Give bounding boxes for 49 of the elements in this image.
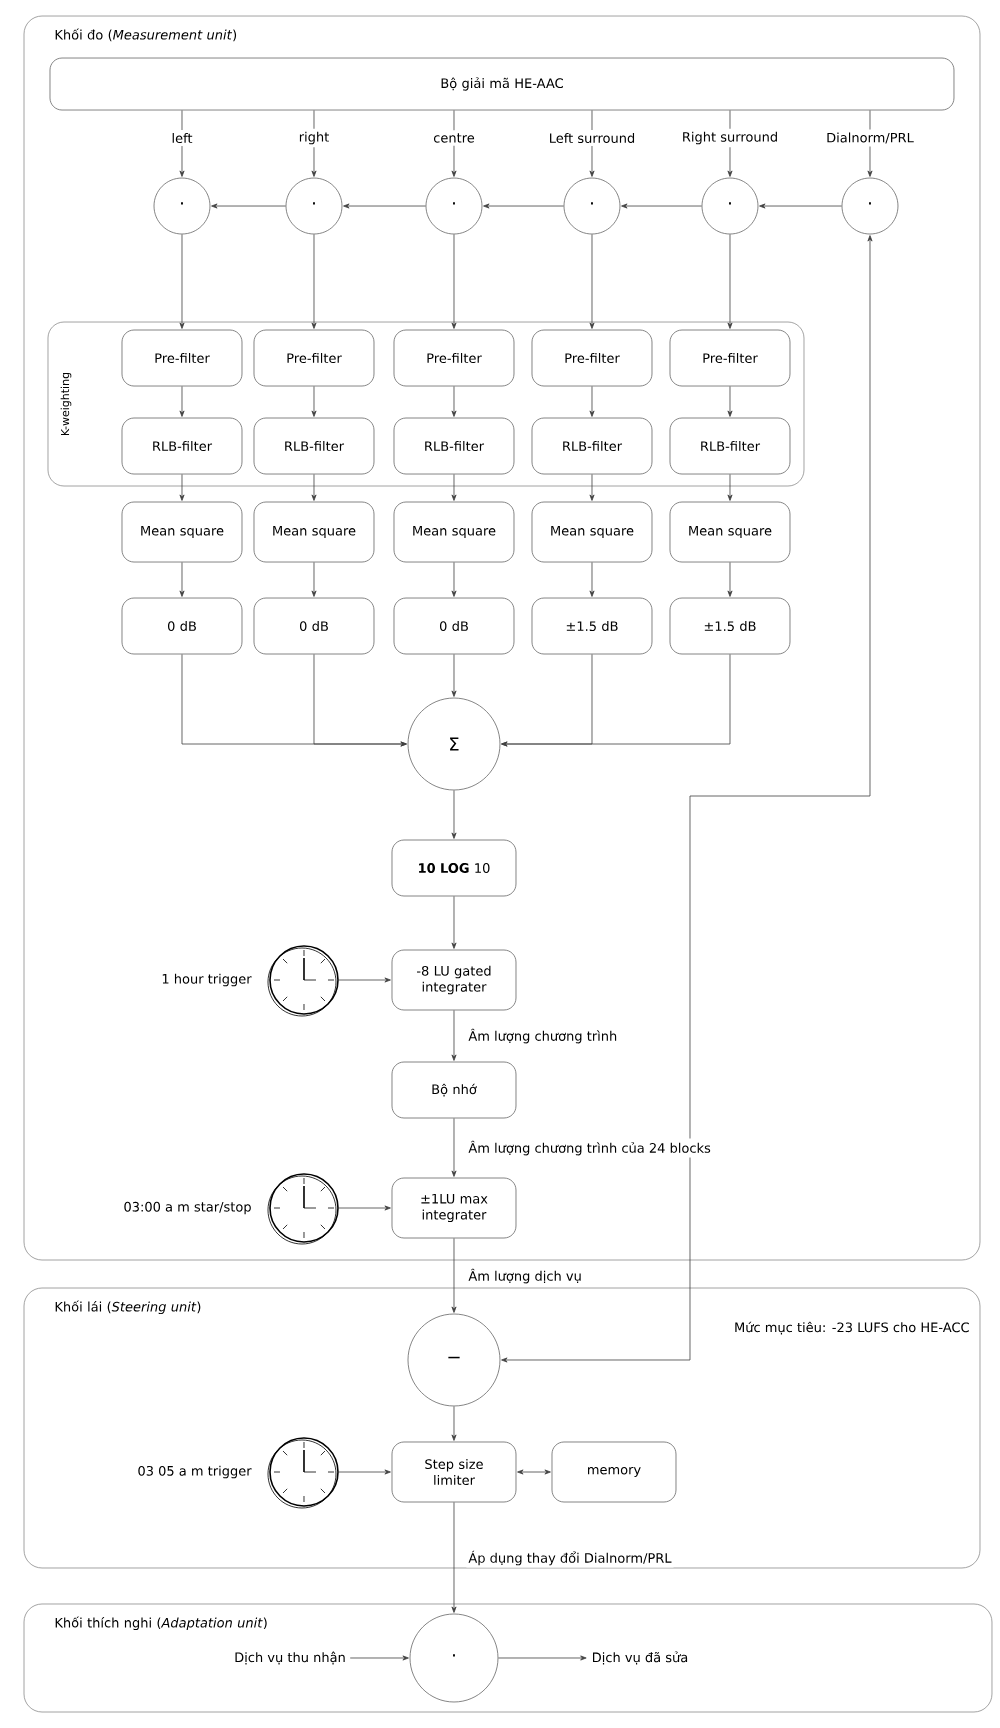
arrow: [349, 1655, 409, 1661]
arrow: [501, 654, 731, 747]
clock-icon: [267, 1173, 339, 1245]
arrow: [727, 386, 733, 417]
arrow: [451, 896, 457, 949]
arrow: [451, 110, 457, 177]
arrow: [313, 654, 407, 747]
arrow: [179, 562, 185, 597]
arrow: [338, 977, 391, 983]
arrow: [311, 234, 317, 329]
arrow: [451, 474, 457, 501]
arrow: [451, 1238, 457, 1313]
arrow: [727, 562, 733, 597]
arrow: [311, 386, 317, 417]
arrow: [311, 562, 317, 597]
clock-icon: [267, 1437, 339, 1509]
arrow: [179, 234, 185, 329]
arrow: [589, 474, 595, 501]
arrow: [343, 203, 426, 209]
arrow: [621, 203, 702, 209]
arrow: [451, 1502, 457, 1613]
arrow: [451, 1406, 457, 1441]
clock-icon: [267, 945, 339, 1017]
arrow: [451, 1010, 457, 1061]
arrow: [727, 234, 733, 329]
arrow: [211, 203, 286, 209]
arrow: [498, 1655, 587, 1661]
arrow: [451, 562, 457, 597]
arrow: [338, 1469, 391, 1475]
arrow: [338, 1205, 391, 1211]
arrow: [451, 386, 457, 417]
arrow: [451, 790, 457, 839]
arrow: [311, 474, 317, 501]
arrow: [589, 234, 595, 329]
arrow: [179, 386, 185, 417]
arrow: [589, 562, 595, 597]
arrow: [451, 654, 457, 697]
arrow: [451, 1118, 457, 1177]
arrow: [759, 203, 842, 209]
arrow: [501, 235, 873, 1363]
arrow: [727, 474, 733, 501]
arrow: [451, 234, 457, 329]
arrow: [179, 474, 185, 501]
arrow: [517, 1469, 551, 1475]
arrow: [589, 110, 595, 177]
arrow: [311, 110, 317, 177]
arrow: [589, 386, 595, 417]
arrow: [179, 110, 185, 177]
arrow: [483, 203, 564, 209]
